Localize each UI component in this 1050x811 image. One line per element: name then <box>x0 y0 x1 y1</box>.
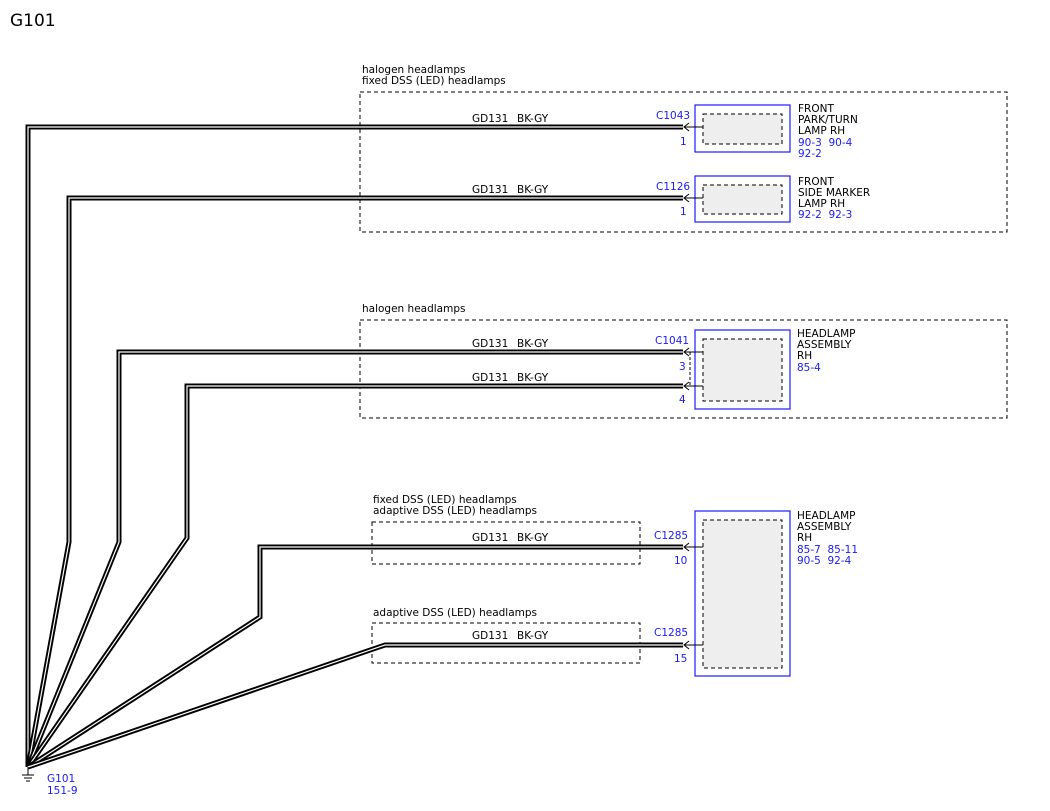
wire-circuit-1: GD131 <box>472 113 508 125</box>
pin-number-6: 15 <box>674 653 687 665</box>
component-4-line-1: HEADLAMP <box>797 510 855 522</box>
component-1-line-3: LAMP RH <box>798 125 845 137</box>
component-3-ref-1: 85-4 <box>797 362 821 374</box>
wire-circuit-3: GD131 <box>472 338 508 350</box>
ground-label: G101 <box>47 773 75 785</box>
group-label-1a: halogen headlamps <box>362 64 465 76</box>
wire-1 <box>25 124 683 767</box>
wire-6 <box>27 642 683 770</box>
component-3-line-3: RH <box>797 350 812 362</box>
component-4-ref-1: 85-7 85-11 <box>797 544 858 556</box>
wire-color-4: BK-GY <box>517 372 549 384</box>
group-label-3a: fixed DSS (LED) headlamps <box>373 494 517 506</box>
group-box-3 <box>371 521 641 565</box>
component-4-ref-2: 90-5 92-4 <box>797 555 852 567</box>
connector-label-5: C1285 <box>654 530 688 542</box>
group-box-1 <box>359 91 1008 233</box>
component-headlamp-assembly-halogen <box>683 329 791 410</box>
pin-number-2: 1 <box>680 206 687 218</box>
component-2-line-3: LAMP RH <box>798 198 845 210</box>
group-box-2 <box>359 319 1008 419</box>
ground-ref: 151-9 <box>47 785 78 797</box>
wire-color-5: BK-GY <box>517 532 549 544</box>
wire-color-2: BK-GY <box>517 184 549 196</box>
wire-color-3: BK-GY <box>517 338 549 350</box>
wire-color-6: BK-GY <box>517 630 549 642</box>
pin-number-5: 10 <box>674 555 687 567</box>
pin-number-3: 3 <box>679 361 686 373</box>
group-label-2: halogen headlamps <box>362 303 465 315</box>
component-1-line-2: PARK/TURN <box>798 114 858 126</box>
component-3-line-2: ASSEMBLY <box>797 339 852 351</box>
wire-3 <box>25 349 683 768</box>
group-label-3b: adaptive DSS (LED) headlamps <box>373 505 537 517</box>
component-2-line-2: SIDE MARKER <box>798 187 870 199</box>
component-4-line-3: RH <box>797 532 812 544</box>
wire-2 <box>25 195 683 768</box>
connector-label-1: C1043 <box>656 110 690 122</box>
connector-label-3: C1041 <box>655 335 689 347</box>
group-label-4: adaptive DSS (LED) headlamps <box>373 607 537 619</box>
component-1-ref-1: 90-3 90-4 <box>798 137 853 149</box>
wire-circuit-5: GD131 <box>472 532 508 544</box>
component-headlamp-assembly-led <box>683 510 791 677</box>
component-1-ref-2: 92-2 <box>798 148 822 160</box>
group-label-1b: fixed DSS (LED) headlamps <box>362 75 506 87</box>
page-title: G101 <box>10 11 56 31</box>
component-1-line-1: FRONT <box>798 103 834 115</box>
ground-icon <box>22 767 34 782</box>
wire-circuit-6: GD131 <box>472 630 508 642</box>
component-front-side-marker-lamp <box>683 175 791 223</box>
component-4-line-2: ASSEMBLY <box>797 521 852 533</box>
component-3-line-1: HEADLAMP <box>797 328 855 340</box>
connector-label-6: C1285 <box>654 627 688 639</box>
pin-number-4: 4 <box>679 394 686 406</box>
pin-number-1: 1 <box>680 136 687 148</box>
wire-circuit-4: GD131 <box>472 372 508 384</box>
connector-label-2: C1126 <box>656 181 690 193</box>
component-2-line-1: FRONT <box>798 176 834 188</box>
wire-5 <box>26 544 683 770</box>
component-2-ref-1: 92-2 92-3 <box>798 209 852 221</box>
wire-circuit-2: GD131 <box>472 184 508 196</box>
component-front-park-turn-lamp <box>683 104 791 153</box>
wire-color-1: BK-GY <box>517 113 549 125</box>
wire-4 <box>25 383 683 769</box>
